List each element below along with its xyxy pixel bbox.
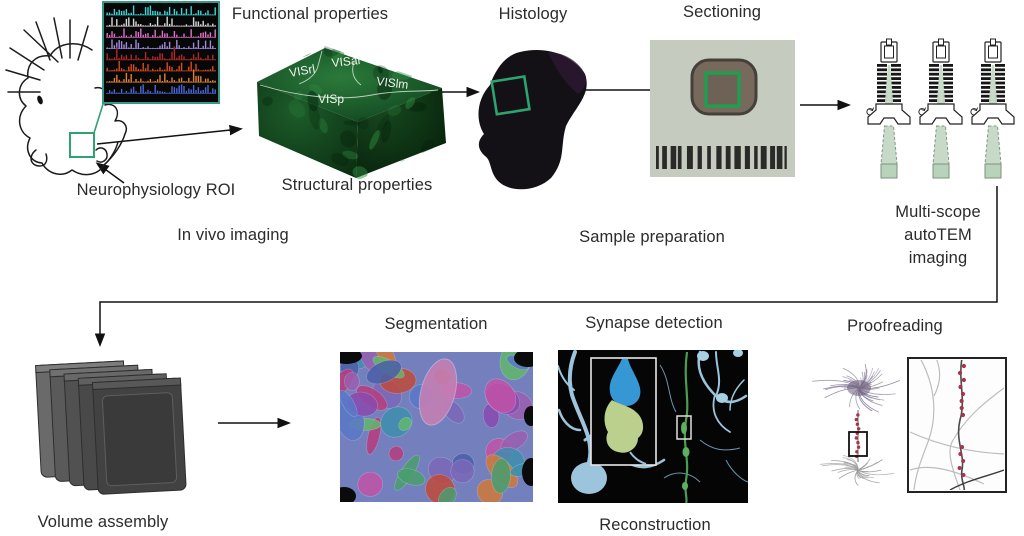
synapse-inset — [590, 357, 657, 466]
functional-properties-image — [102, 1, 220, 104]
sectioning-roi-box — [704, 71, 741, 108]
label-synapse-detection: Synapse detection — [585, 314, 723, 332]
proofreading-panel — [907, 357, 1007, 493]
neurophysiology-roi-box — [69, 100, 105, 158]
proofreading-roi-box — [848, 431, 868, 457]
label-sample-preparation: Sample preparation — [579, 228, 725, 246]
label-in-vivo-imaging: In vivo imaging — [177, 226, 289, 244]
label-reconstruction: Reconstruction — [599, 516, 711, 534]
sectioning-image — [650, 40, 795, 177]
label-multiscope-autotem-imaging: Multi-scope autoTEM imaging — [895, 201, 980, 270]
label-segmentation: Segmentation — [384, 315, 488, 333]
mouse-sketch — [5, 17, 127, 176]
label-neurophysiology-roi: Neurophysiology ROI — [76, 181, 236, 199]
label-multiscope-line3: imaging — [908, 249, 968, 267]
cube-label-visrl: VISrl — [288, 62, 316, 80]
barcode — [656, 146, 787, 169]
label-multiscope-line1: Multi-scope — [895, 203, 981, 221]
histology-image — [478, 50, 587, 190]
label-volume-assembly: Volume assembly — [37, 513, 169, 531]
cube-label-vislm: VISlm — [376, 74, 409, 92]
neuron-soma — [571, 462, 607, 494]
multiscope-autotem-icons — [866, 38, 1015, 179]
cube-label-visal: VISal — [331, 53, 361, 70]
label-structural-properties: Structural properties — [281, 176, 433, 194]
histology-roi-box — [490, 75, 531, 116]
proofreading-neuron-sketch — [812, 364, 900, 486]
volume-assembly-image — [35, 360, 187, 495]
label-multiscope-line2: autoTEM — [904, 226, 972, 244]
structural-properties-cube: VISrl VISal VISlm VISp — [256, 46, 446, 180]
label-proofreading: Proofreading — [847, 317, 943, 335]
synapse-detection-image — [558, 350, 748, 503]
label-sectioning: Sectioning — [682, 3, 762, 21]
segmentation-image — [340, 352, 533, 502]
label-functional-properties: Functional properties — [231, 5, 389, 23]
mouse-eye — [37, 95, 43, 105]
cube-label-visp: VISp — [318, 92, 344, 106]
label-histology: Histology — [498, 5, 568, 23]
cube-region-borders — [259, 50, 439, 99]
synapse-highlight-box — [676, 415, 692, 440]
